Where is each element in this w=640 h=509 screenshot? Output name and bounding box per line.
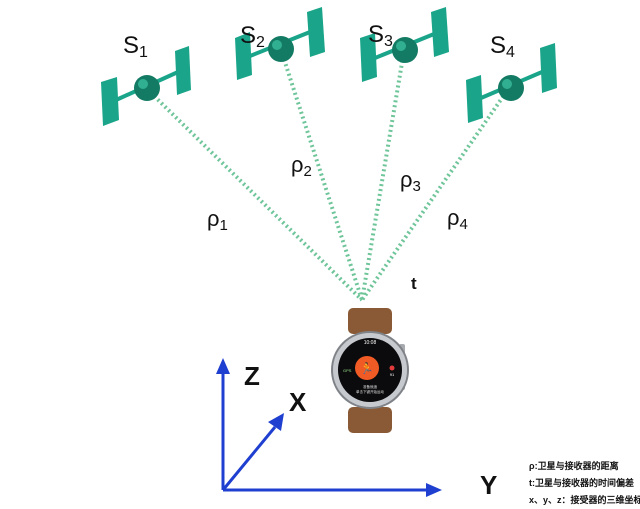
smartwatch-icon: 🏃 10:08 GPS 91 准备就绪 单击下键开始运动 bbox=[331, 308, 409, 433]
legend-item-time: t:卫星与接收器的时间偏差 bbox=[529, 478, 634, 488]
legend: ρ:卫星与接收器的距离 t:卫星与接收器的时间偏差 x、y、z：接受器的三维坐标 bbox=[529, 458, 640, 509]
satellite-2-icon bbox=[235, 7, 325, 80]
x-arrow-icon bbox=[268, 413, 284, 431]
satellite-4-icon bbox=[466, 43, 557, 123]
svg-text:🏃: 🏃 bbox=[360, 362, 374, 375]
y-arrow-icon bbox=[426, 483, 442, 497]
ray-4 bbox=[360, 86, 511, 302]
ray-2 bbox=[279, 49, 364, 301]
ray-3 bbox=[360, 50, 406, 301]
time-offset-label: t bbox=[411, 274, 417, 293]
watch-time: 10:08 bbox=[364, 340, 377, 346]
satellite-1-icon bbox=[101, 46, 191, 126]
satellite-1-label: S1 bbox=[123, 32, 148, 61]
satellite-4-label: S4 bbox=[490, 32, 515, 61]
ray-1 bbox=[145, 87, 364, 302]
distance-1-label: ρ1 bbox=[207, 206, 228, 234]
y-axis-label: Y bbox=[480, 470, 498, 500]
satellite-3-icon bbox=[360, 7, 449, 82]
watch-status-line1: 准备就绪 bbox=[363, 384, 377, 389]
workout-button-icon bbox=[355, 356, 379, 380]
x-axis bbox=[221, 426, 277, 491]
legend-item-distance: ρ:卫星与接收器的距离 bbox=[529, 461, 619, 471]
legend-item-coordinates: x、y、z：接受器的三维坐标 bbox=[529, 495, 640, 505]
watch-heart-value: 91 bbox=[390, 372, 395, 377]
coordinate-axes bbox=[216, 358, 442, 497]
distance-4-label: ρ4 bbox=[447, 205, 468, 233]
satellite-2-label: S2 bbox=[240, 22, 265, 51]
distance-3-label: ρ3 bbox=[400, 167, 421, 195]
satellite-3-label: S3 bbox=[368, 21, 393, 50]
z-arrow-icon bbox=[216, 358, 230, 374]
z-axis-label: Z bbox=[244, 361, 260, 391]
x-axis-label: X bbox=[289, 387, 307, 417]
watch-gps-label: GPS bbox=[343, 368, 352, 373]
distance-2-label: ρ2 bbox=[291, 152, 312, 180]
watch-status-line2: 单击下键开始运动 bbox=[356, 389, 384, 394]
